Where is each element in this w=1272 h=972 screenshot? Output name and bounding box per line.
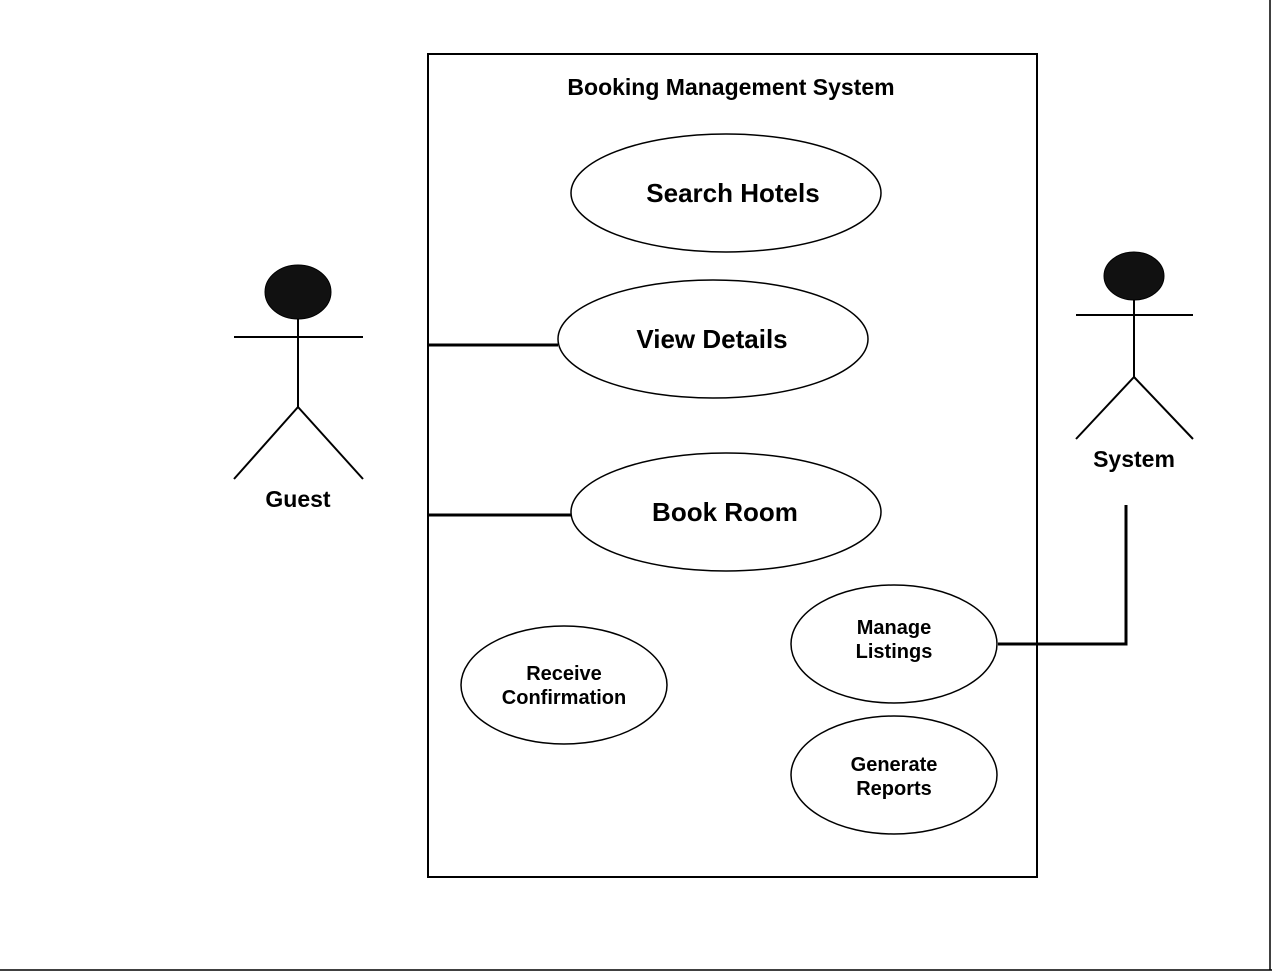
use-case-manage-listings: Manage Listings <box>790 584 998 704</box>
use-case-label-line-2: Reports <box>856 778 932 800</box>
use-case-view-details: View Details <box>557 279 869 399</box>
associations <box>428 343 1128 646</box>
actor-head-icon <box>264 264 332 320</box>
association-system-manage-listings <box>998 505 1128 646</box>
actor-right-leg <box>297 406 364 480</box>
system-boundary: Booking Management System <box>427 53 1038 878</box>
actor-left-leg <box>1075 376 1135 440</box>
use-case-ellipse <box>570 452 882 572</box>
use-case-label-line-2: Confirmation <box>502 687 626 709</box>
actor-label: System <box>1093 446 1175 472</box>
system-title: Booking Management System <box>567 74 894 100</box>
use-case-book-room: Book Room <box>570 452 882 572</box>
use-case-label-line-1: Manage <box>857 617 931 639</box>
system-boundary-box <box>427 53 1038 878</box>
use-case-ellipse <box>557 279 869 399</box>
use-case-receive-confirmation: Receive Confirmation <box>460 625 668 745</box>
use-case-label-line-2: Listings <box>856 641 933 663</box>
use-case-generate-reports: Generate Reports <box>790 715 998 835</box>
actor-guest: Guest <box>233 264 364 512</box>
use-case-label: Search Hotels <box>646 178 819 208</box>
use-case-ellipse <box>570 133 882 253</box>
actor-right-leg <box>1133 376 1194 440</box>
use-case-label: Book Room <box>652 497 798 527</box>
use-case-ellipse <box>790 584 998 704</box>
use-case-label-line-1: Receive <box>526 663 602 685</box>
use-case-ellipse <box>460 625 668 745</box>
actor-head-icon <box>1103 251 1165 301</box>
actor-label: Guest <box>265 486 331 512</box>
use-case-label: View Details <box>636 324 787 354</box>
actor-left-leg <box>233 406 299 480</box>
use-case-label-line-1: Generate <box>851 754 938 776</box>
use-case-search-hotels: Search Hotels <box>570 133 882 253</box>
use-case-ellipse <box>790 715 998 835</box>
actor-system: System <box>1075 251 1194 472</box>
